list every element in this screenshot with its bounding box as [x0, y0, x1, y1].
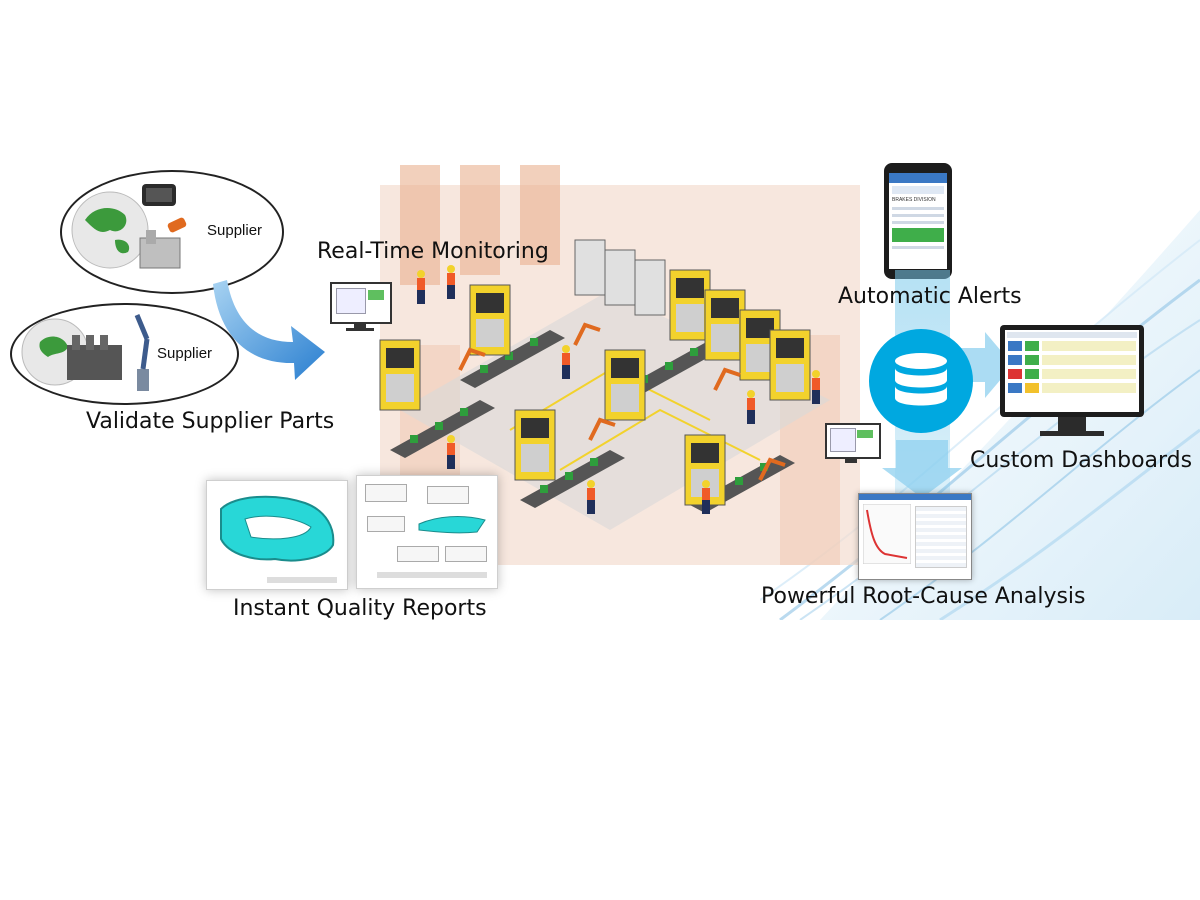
- label-root-cause-analysis: Powerful Root-Cause Analysis: [761, 584, 1086, 609]
- label-validate-supplier-parts: Validate Supplier Parts: [86, 409, 335, 434]
- gauge-devices-icon: [139, 184, 187, 269]
- line-monitor: [825, 423, 881, 468]
- label-automatic-alerts: Automatic Alerts: [838, 284, 1022, 309]
- root-cause-window: [858, 493, 972, 580]
- report-part-analysis: [356, 475, 498, 589]
- arrow-icon: [213, 280, 325, 380]
- monitoring-monitor: [330, 282, 392, 332]
- supplier-label-1: Supplier: [207, 222, 263, 239]
- label-real-time-monitoring: Real-Time Monitoring: [317, 239, 549, 264]
- factory-icon: [67, 335, 122, 380]
- label-custom-dashboards: Custom Dashboards: [970, 448, 1193, 473]
- supplier-oval-2: Supplier: [10, 303, 239, 405]
- database-icon: [869, 329, 973, 433]
- dashboard-monitor: [1000, 325, 1150, 445]
- measuring-arm-icon: [134, 314, 150, 391]
- label-instant-quality-reports: Instant Quality Reports: [233, 596, 487, 621]
- data-flow-down-arrow: [882, 440, 962, 498]
- supplier-label-2: Supplier: [157, 345, 213, 362]
- globe-icon: [71, 191, 149, 269]
- supplier-oval-1: Supplier: [60, 170, 284, 294]
- phone-icon: BRAKES DIVISION: [884, 163, 952, 279]
- report-car-body: [206, 480, 348, 590]
- division-label: BRAKES DIVISION: [892, 197, 936, 203]
- factory-floor: [379, 239, 830, 530]
